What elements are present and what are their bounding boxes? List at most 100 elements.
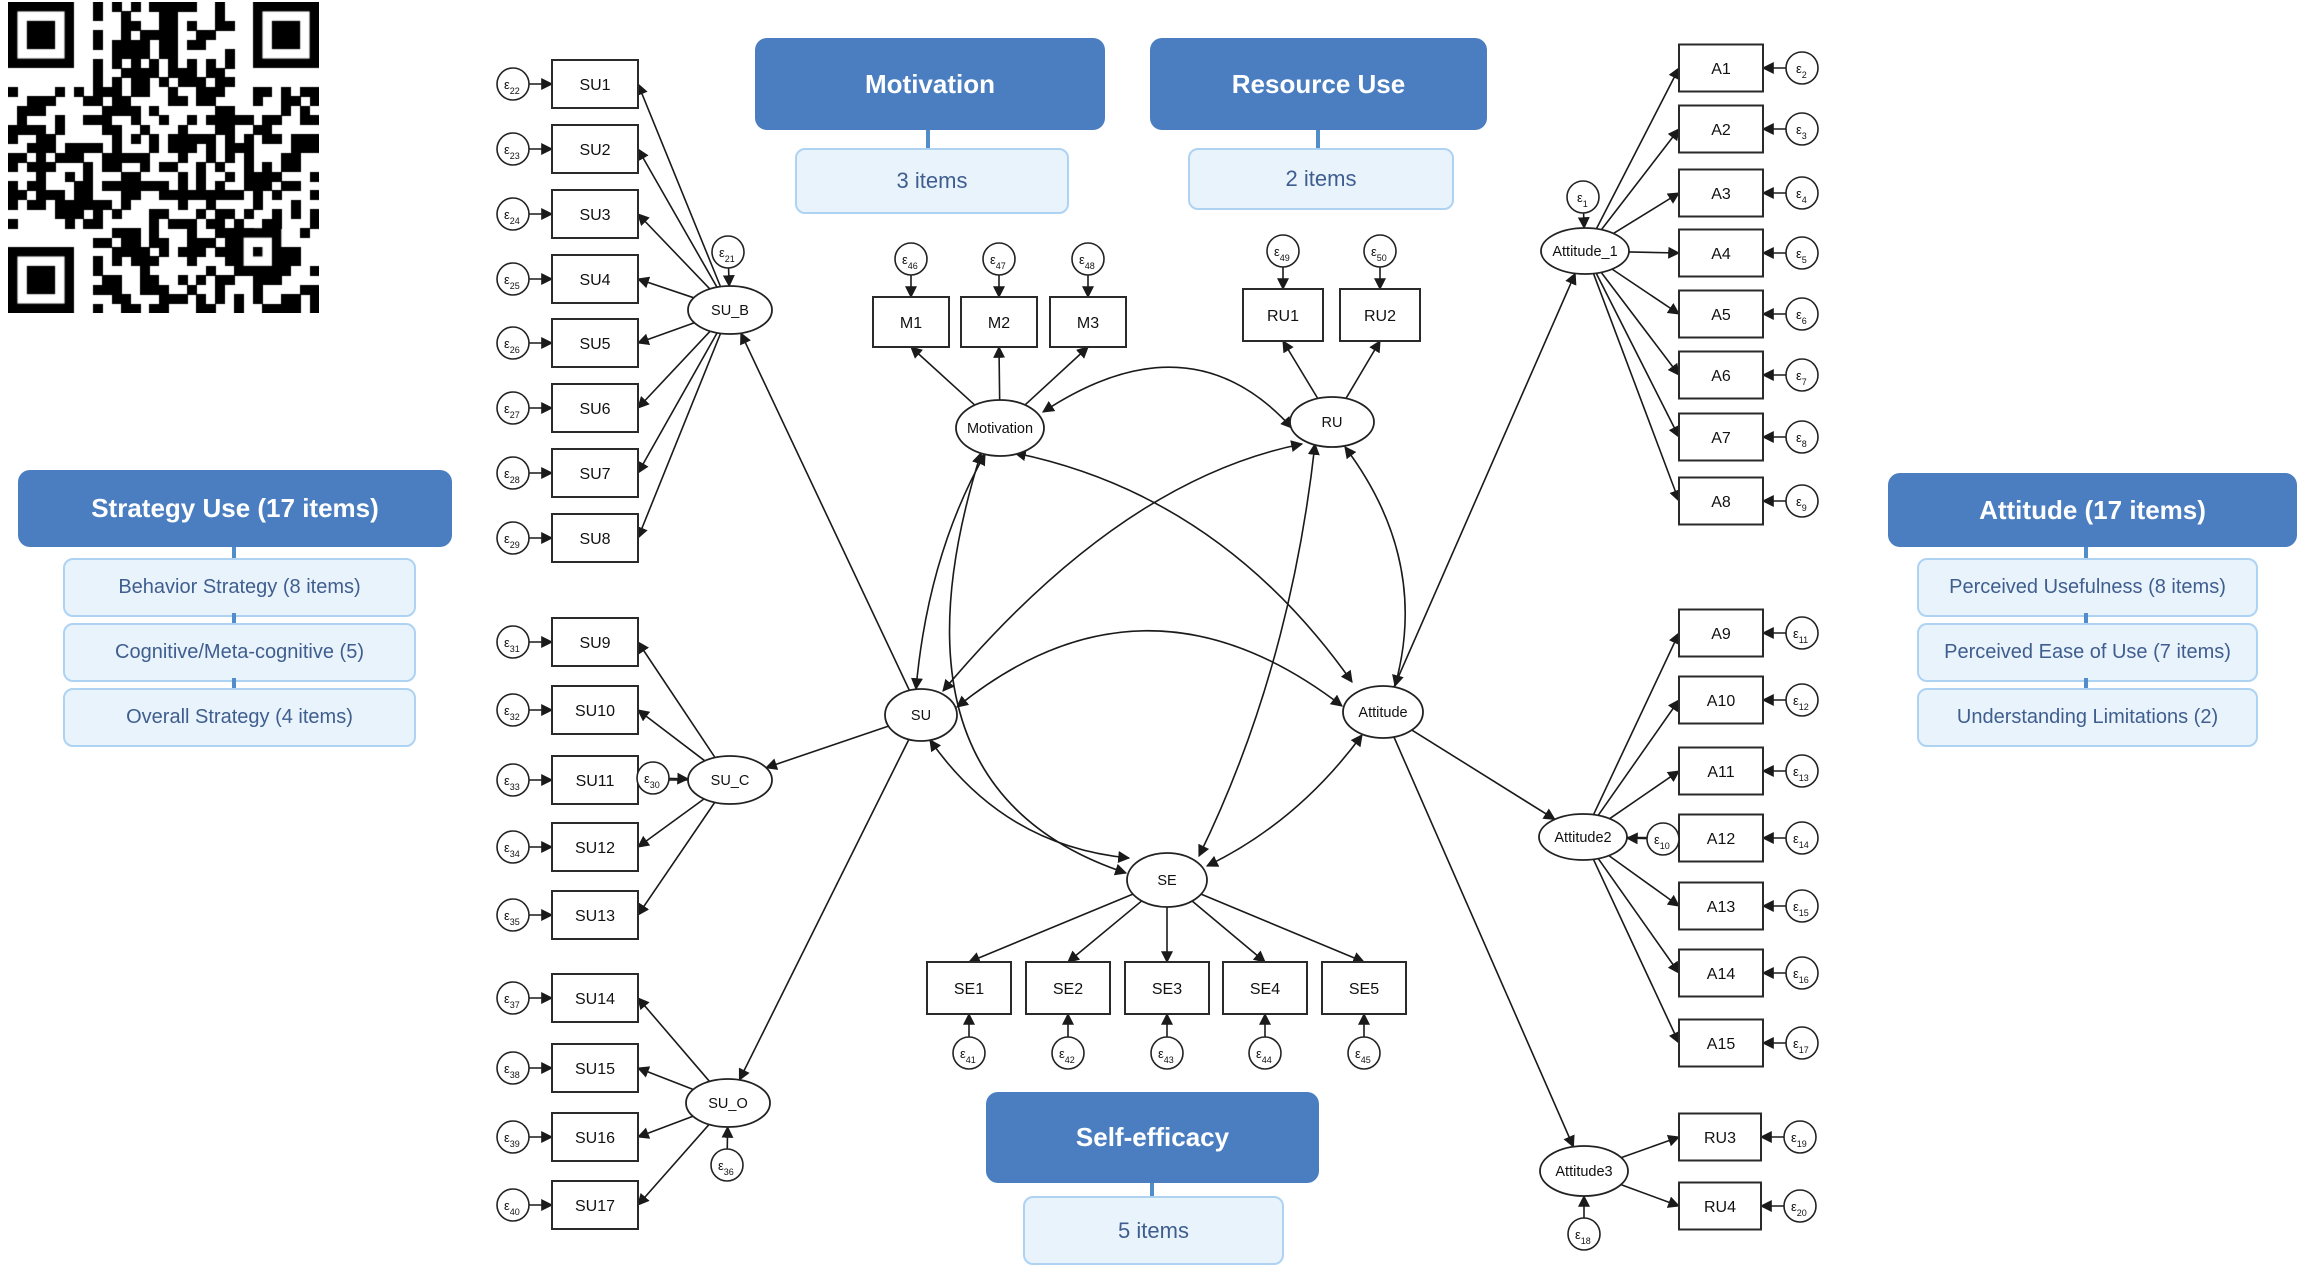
error-term-eps31 xyxy=(496,625,530,659)
error-term-eps25 xyxy=(496,262,530,296)
indicator-su15 xyxy=(551,1043,639,1093)
indicator-se2 xyxy=(1025,961,1111,1015)
error-term-eps46 xyxy=(894,242,928,276)
loading-arrow xyxy=(1595,272,1680,439)
error-term-eps12 xyxy=(1785,683,1819,717)
strategy-use-connector xyxy=(232,613,236,623)
error-term-eps9 xyxy=(1785,484,1819,518)
indicator-label: SU17 xyxy=(575,1198,615,1215)
loading-arrow xyxy=(967,893,1134,964)
loading-arrow xyxy=(993,345,1006,401)
latent-label: Attitude xyxy=(1358,705,1407,721)
indicator-ru3 xyxy=(1678,1112,1762,1162)
error-arrow xyxy=(1625,832,1648,845)
latent-attitude xyxy=(1342,685,1424,739)
structural-arrow xyxy=(1411,729,1556,821)
attitude-panel-connector xyxy=(2084,547,2088,558)
self-efficacy-panel-title: Self-efficacy xyxy=(986,1092,1319,1183)
strategy-use-connector xyxy=(232,678,236,688)
error-term-label: ε20 xyxy=(1791,1199,1807,1218)
indicator-a11 xyxy=(1678,746,1764,796)
latent-label: Attitude2 xyxy=(1554,830,1611,846)
loading-arrow xyxy=(1592,859,1680,1045)
indicator-a3 xyxy=(1678,168,1764,218)
indicator-label: A3 xyxy=(1711,186,1731,203)
diagram-edges xyxy=(529,62,1786,1218)
error-term-eps32 xyxy=(496,693,530,727)
loading-arrow xyxy=(1613,192,1681,235)
attitude-panel-connector xyxy=(2084,613,2088,623)
loading-arrow xyxy=(637,997,711,1082)
error-term-eps35 xyxy=(496,898,530,932)
indicator-label: RU3 xyxy=(1704,1130,1736,1147)
loading-arrow xyxy=(1282,339,1319,399)
error-term-label: ε50 xyxy=(1371,244,1387,263)
latent-label: Attitude3 xyxy=(1555,1164,1612,1180)
covariance-arc xyxy=(1205,734,1363,867)
latent-attitude_1 xyxy=(1540,227,1630,275)
attitude-sub-usefulness: Perceived Usefulness (8 items) xyxy=(1917,558,2258,617)
error-term-label: ε46 xyxy=(902,252,918,271)
indicator-a12 xyxy=(1678,813,1764,863)
error-term-label: ε6 xyxy=(1796,307,1807,326)
error-term-label: ε41 xyxy=(960,1046,976,1065)
loading-arrow xyxy=(1620,1183,1681,1208)
indicator-su5 xyxy=(551,318,639,368)
indicator-label: SU5 xyxy=(579,336,610,353)
loading-arrow xyxy=(1200,893,1366,964)
latent-label: SE xyxy=(1157,873,1177,889)
error-term-label: ε23 xyxy=(504,142,520,161)
indicator-label: SU1 xyxy=(579,77,610,94)
indicator-su4 xyxy=(551,254,639,304)
indicator-label: A5 xyxy=(1711,307,1731,324)
error-term-eps11 xyxy=(1785,616,1819,650)
indicator-label: SU7 xyxy=(579,466,610,483)
error-term-eps42 xyxy=(1051,1036,1085,1070)
error-term-label: ε14 xyxy=(1793,831,1809,850)
loading-arrow xyxy=(637,1123,710,1206)
error-term-label: ε38 xyxy=(504,1061,520,1080)
indicator-label: SU2 xyxy=(579,142,610,159)
indicator-a2 xyxy=(1678,104,1764,154)
error-term-eps4 xyxy=(1785,176,1819,210)
error-term-label: ε1 xyxy=(1577,190,1588,209)
error-term-eps13 xyxy=(1785,754,1819,788)
loading-arrow xyxy=(1600,128,1680,231)
latent-label: SU_B xyxy=(711,303,749,319)
error-term-label: ε36 xyxy=(718,1158,734,1177)
loading-arrow xyxy=(1597,699,1680,816)
indicator-se4 xyxy=(1222,961,1308,1015)
structural-arrow xyxy=(1393,272,1577,688)
structural-arrow xyxy=(1393,736,1575,1148)
error-term-eps19 xyxy=(1783,1120,1817,1154)
indicator-label: SE2 xyxy=(1053,981,1083,998)
loading-arrow xyxy=(636,82,722,287)
error-term-eps23 xyxy=(496,132,530,166)
error-term-label: ε10 xyxy=(1654,832,1670,851)
error-term-label: ε21 xyxy=(719,245,735,264)
loading-arrow xyxy=(1608,854,1680,907)
error-term-eps40 xyxy=(496,1188,530,1222)
structural-arrow xyxy=(738,739,910,1081)
indicator-su3 xyxy=(551,189,639,239)
latent-label: SU_O xyxy=(708,1096,748,1112)
indicator-a8 xyxy=(1678,476,1764,526)
indicator-m2 xyxy=(960,296,1038,348)
indicator-su6 xyxy=(551,383,639,433)
indicator-label: SU12 xyxy=(575,840,615,857)
indicator-su10 xyxy=(551,685,639,735)
indicator-label: A14 xyxy=(1707,966,1736,983)
error-term-label: ε30 xyxy=(644,771,660,790)
error-term-label: ε16 xyxy=(1793,966,1809,985)
latent-motivation xyxy=(955,399,1045,457)
indicator-a13 xyxy=(1678,881,1764,931)
indicator-su8 xyxy=(551,513,639,563)
disturbance-eps21 xyxy=(711,235,745,269)
error-term-label: ε48 xyxy=(1079,252,1095,271)
covariance-arc xyxy=(1041,366,1293,429)
error-term-eps48 xyxy=(1071,242,1105,276)
error-term-label: ε9 xyxy=(1796,494,1807,513)
indicator-label: A4 xyxy=(1711,246,1731,263)
loading-arrow xyxy=(1592,631,1680,816)
